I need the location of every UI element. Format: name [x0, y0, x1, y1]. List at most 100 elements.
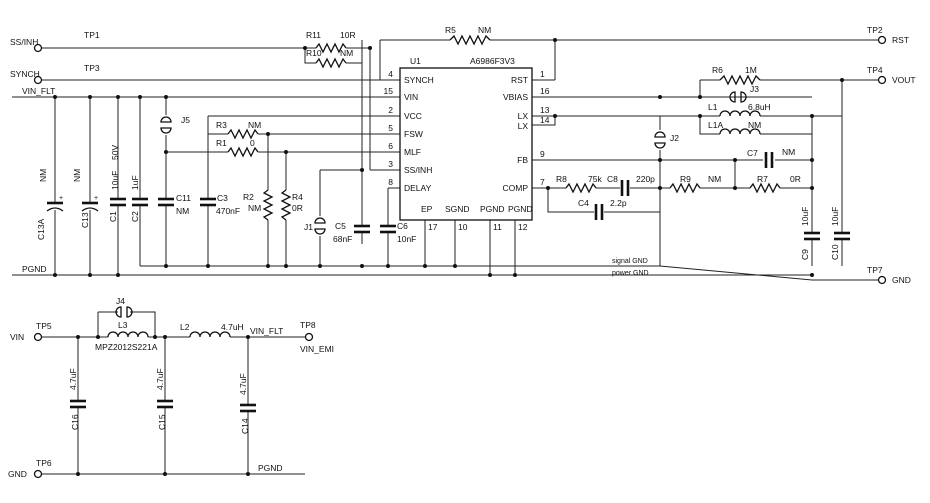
capacitor-c4[interactable]: C4 2.2p — [578, 198, 627, 220]
svg-text:L1: L1 — [708, 102, 718, 112]
jumper-j1[interactable]: J1 — [304, 216, 326, 236]
testpoint-tp7[interactable]: TP7 GND — [867, 265, 911, 285]
svg-text:R4: R4 — [292, 192, 303, 202]
svg-text:J3: J3 — [750, 84, 759, 94]
svg-text:NM: NM — [708, 174, 721, 184]
capacitor-c7[interactable]: C7 NM — [747, 147, 795, 168]
jumper-j4[interactable]: J4 — [115, 296, 133, 318]
capacitor-c5[interactable]: C5 68nF — [333, 221, 371, 244]
svg-text:L2: L2 — [180, 322, 190, 332]
capacitor-c2[interactable]: 1uF C2 — [130, 175, 149, 222]
svg-text:VBIAS: VBIAS — [503, 92, 528, 102]
svg-text:TP2: TP2 — [867, 25, 883, 35]
resistor-r8[interactable]: R8 75k — [556, 174, 602, 194]
svg-text:RST: RST — [511, 75, 528, 85]
svg-text:4.7uF: 4.7uF — [155, 368, 165, 390]
capacitor-c13a[interactable]: + NM C13A — [36, 169, 64, 240]
wires — [12, 39, 878, 475]
svg-text:NM: NM — [782, 147, 795, 157]
svg-text:0: 0 — [250, 138, 255, 148]
svg-text:C16: C16 — [70, 414, 80, 430]
capacitor-c16[interactable]: 4.7uF C16 — [68, 368, 87, 430]
capacitor-c1[interactable]: 10uF 50V C1 — [108, 145, 127, 222]
resistor-r11[interactable]: R11 10R — [306, 30, 356, 54]
svg-text:4.7uH: 4.7uH — [221, 322, 244, 332]
svg-text:2: 2 — [388, 105, 393, 115]
testpoint-tp2[interactable]: TP2 RST — [867, 25, 909, 45]
junctions — [53, 38, 844, 476]
net-vin-flt-label-2: VIN_FLT — [250, 326, 283, 336]
svg-text:NM: NM — [748, 120, 761, 130]
svg-text:EP: EP — [421, 204, 433, 214]
svg-text:TP3: TP3 — [84, 63, 100, 73]
svg-text:LX: LX — [518, 121, 529, 131]
ic-u1[interactable]: U1 A6986F3V3 4 SYNCH 15 VIN 2 VCC 5 FSW … — [384, 56, 550, 232]
resistor-r7[interactable]: R7 0R — [749, 174, 801, 194]
svg-text:VIN: VIN — [404, 92, 418, 102]
resistor-r5[interactable]: R5 NM — [445, 25, 491, 46]
svg-text:7: 7 — [540, 177, 545, 187]
svg-text:NM: NM — [248, 120, 261, 130]
svg-text:NM: NM — [478, 25, 491, 35]
capacitor-c14[interactable]: 4.7uF C14 — [238, 373, 257, 434]
svg-text:5: 5 — [388, 123, 393, 133]
svg-text:50V: 50V — [110, 145, 120, 160]
capacitor-c6[interactable]: C6 10nF — [379, 221, 416, 244]
capacitor-c13[interactable]: + NM C13 — [72, 169, 99, 228]
svg-text:0R: 0R — [292, 203, 303, 213]
testpoint-tp1[interactable]: SS/INH TP1 — [10, 30, 100, 53]
svg-text:GND: GND — [8, 469, 27, 479]
testpoint-tp6[interactable]: GND TP6 — [8, 458, 52, 479]
svg-text:10uF: 10uF — [830, 207, 840, 226]
inductor-l1a[interactable]: L1A NM — [708, 120, 761, 136]
svg-text:FB: FB — [517, 155, 528, 165]
svg-text:SGND: SGND — [445, 204, 470, 214]
ic-bottom-pins: EP 17 SGND 10 PGND 11 PGND 12 — [421, 204, 533, 232]
svg-text:220p: 220p — [636, 174, 655, 184]
svg-text:MLF: MLF — [404, 147, 421, 157]
resistor-r3[interactable]: R3 NM — [216, 120, 261, 140]
capacitor-c15[interactable]: 4.7uF C15 — [155, 368, 174, 430]
resistor-r10[interactable]: R10 NM — [306, 48, 353, 69]
svg-text:NM: NM — [248, 203, 261, 213]
inductor-l3[interactable]: L3 MPZ2012S221A — [95, 320, 158, 352]
svg-text:DELAY: DELAY — [404, 183, 432, 193]
svg-text:R5: R5 — [445, 25, 456, 35]
capacitor-c8[interactable]: C8 220p — [607, 174, 655, 196]
svg-text:NM: NM — [176, 206, 189, 216]
svg-text:PGND: PGND — [508, 204, 533, 214]
resistor-r2[interactable]: R2 NM — [243, 189, 274, 221]
testpoint-tp3[interactable]: SYNCH TP3 — [10, 63, 100, 85]
svg-text:10nF: 10nF — [397, 234, 416, 244]
svg-text:R3: R3 — [216, 120, 227, 130]
resistor-r9[interactable]: R9 NM — [669, 174, 721, 194]
svg-text:TP6: TP6 — [36, 458, 52, 468]
svg-text:COMP: COMP — [503, 183, 529, 193]
svg-text:TP4: TP4 — [867, 65, 883, 75]
ic-left-pins: 4 SYNCH 15 VIN 2 VCC 5 FSW 6 MLF 3 SS/IN… — [384, 69, 434, 193]
capacitor-c3[interactable]: C3 470nF — [199, 193, 240, 216]
svg-text:14: 14 — [540, 115, 550, 125]
testpoint-tp4[interactable]: TP4 VOUT — [867, 65, 916, 85]
testpoint-tp5[interactable]: VIN TP5 — [10, 321, 52, 342]
svg-text:75k: 75k — [588, 174, 602, 184]
svg-text:10uF: 10uF — [110, 171, 120, 190]
jumper-j3[interactable]: J3 — [722, 84, 759, 103]
inductor-l1[interactable]: L1 6.8uH — [708, 102, 771, 118]
svg-text:NM: NM — [72, 169, 82, 182]
capacitor-c9[interactable]: 10uF C9 — [800, 207, 821, 260]
svg-text:TP5: TP5 — [36, 321, 52, 331]
resistor-r1[interactable]: R1 0 — [216, 138, 259, 158]
svg-text:TP1: TP1 — [84, 30, 100, 40]
svg-text:C3: C3 — [217, 193, 228, 203]
ic-part-number: A6986F3V3 — [470, 56, 515, 66]
resistor-r6[interactable]: R6 1M — [712, 65, 761, 86]
svg-text:+: + — [94, 195, 98, 202]
jumper-j2[interactable]: J2 — [654, 130, 679, 150]
capacitor-c10[interactable]: 10uF C10 — [830, 207, 851, 260]
testpoint-tp8[interactable]: TP8 VIN_EMI — [300, 320, 334, 354]
resistor-r4[interactable]: R4 0R — [280, 189, 303, 221]
capacitor-c11[interactable]: C11 NM — [157, 193, 191, 216]
inductor-l2[interactable]: L2 4.7uH — [180, 322, 244, 339]
jumper-j5[interactable]: J5 — [160, 115, 190, 135]
